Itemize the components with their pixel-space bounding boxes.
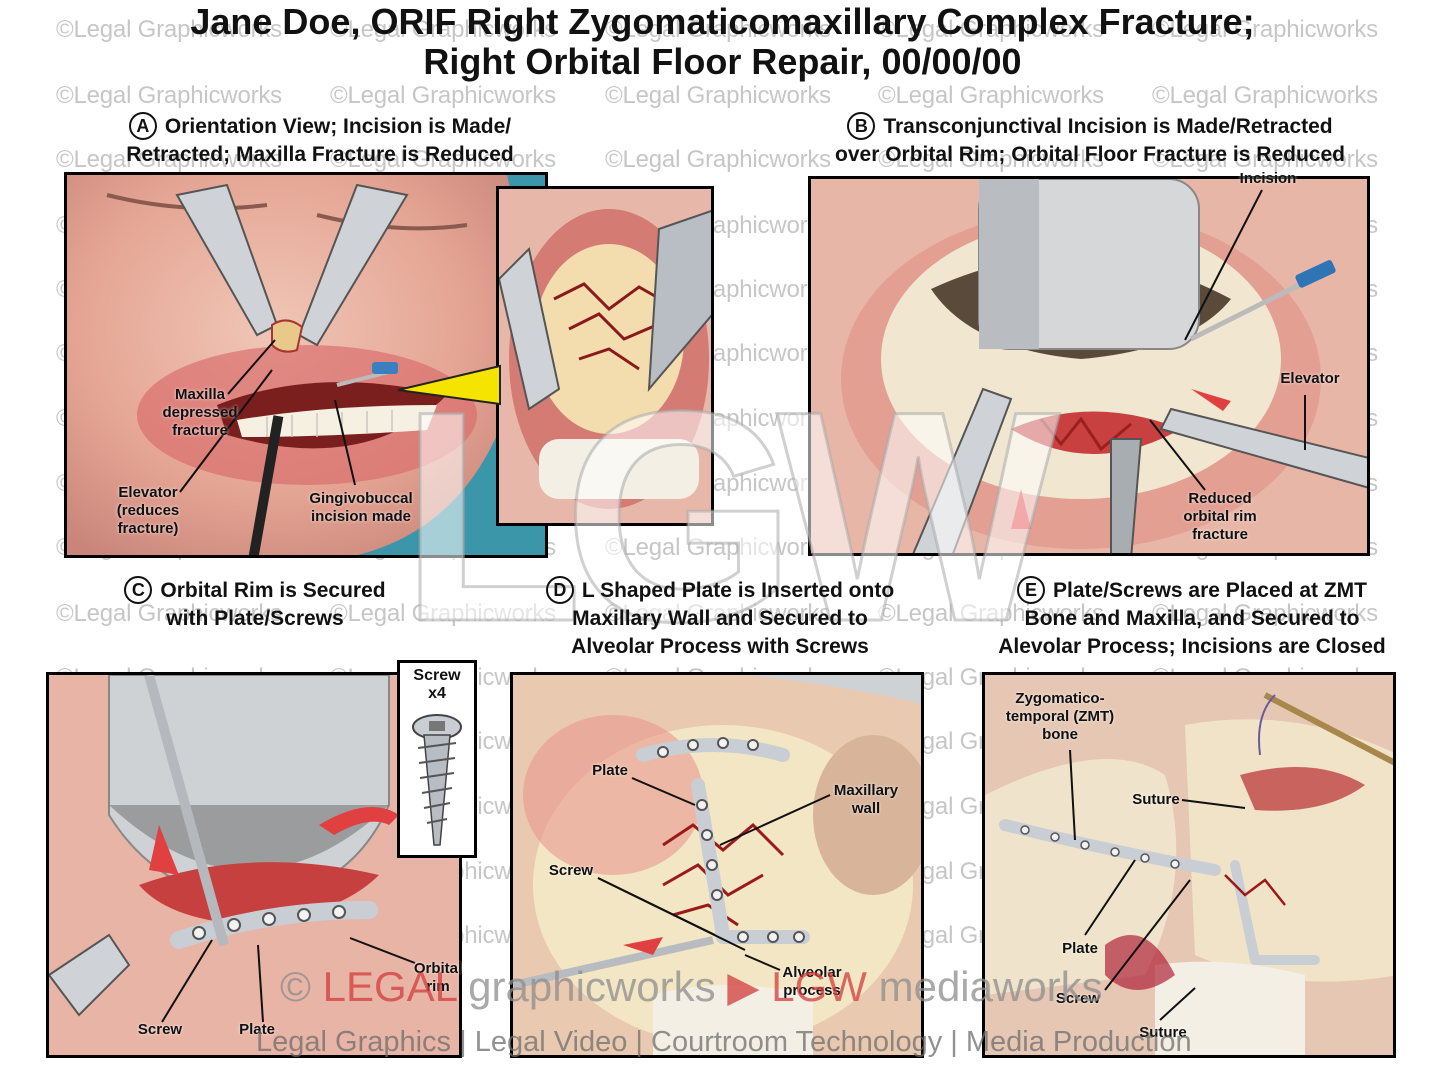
page-title: Jane Doe, ORIF Right Zygomaticomaxillary… bbox=[0, 2, 1445, 82]
watermark-text: ©Legal Graphicworks bbox=[605, 534, 831, 561]
label-plate-d: Plate bbox=[592, 762, 628, 779]
caption-c: C Orbital Rim is Secured with Plate/Screw… bbox=[90, 576, 420, 633]
brand-lgw: LGW bbox=[771, 963, 867, 1010]
brand-line: © LEGAL graphicworks ▶ LGW mediaworks bbox=[280, 962, 1103, 1011]
caption-a-line-2: Retracted; Maxilla Fracture is Reduced bbox=[126, 143, 514, 166]
label-zmt-bone: Zygomatico- temporal (ZMT) bone bbox=[1005, 690, 1115, 743]
panel-d-illustration bbox=[510, 672, 924, 1058]
caption-d-line-2: Maxillary Wall and Secured to bbox=[572, 607, 868, 630]
caption-a: A Orientation View; Incision is Made/ Ret… bbox=[60, 112, 580, 169]
inset-illustration bbox=[499, 189, 711, 523]
caption-d-line-1: L Shaped Plate is Inserted onto bbox=[581, 579, 895, 602]
label-suture-bottom: Suture bbox=[1139, 1024, 1187, 1041]
watermark-text: ©Legal Graphicworks bbox=[56, 82, 282, 109]
caption-e-line-2: Bone and Maxilla, and Secured to bbox=[1024, 607, 1360, 630]
title-line-1: Jane Doe, ORIF Right Zygomaticomaxillary… bbox=[190, 1, 1255, 42]
play-icon: ▶ bbox=[727, 963, 760, 1010]
watermark-row: ©Legal Graphicworks ©Legal Graphicworks ©L… bbox=[0, 82, 1445, 112]
caption-d-line-3: Alveolar Process with Screws bbox=[571, 635, 869, 658]
caption-a-line-1: Orientation View; Incision is Made/ bbox=[164, 115, 512, 138]
label-plate-c: Plate bbox=[239, 1021, 275, 1038]
panel-b-illustration bbox=[808, 176, 1370, 556]
caption-c-line-2: with Plate/Screws bbox=[166, 607, 344, 630]
panel-a-inset bbox=[496, 186, 714, 526]
caption-c-line-1: Orbital Rim is Secured bbox=[160, 579, 386, 602]
label-plate-e: Plate bbox=[1062, 940, 1098, 957]
label-suture-top: Suture bbox=[1132, 791, 1180, 808]
label-maxilla-fracture: Maxilla depressed fracture bbox=[162, 386, 238, 439]
brand-tagline: Legal Graphics | Legal Video | Courtroom… bbox=[256, 1026, 1192, 1058]
panel-c-illustration bbox=[46, 672, 462, 1058]
label-screw-d: Screw bbox=[548, 862, 594, 879]
label-alveolar-process: Alveolar process bbox=[782, 964, 842, 999]
watermark-text: ©Legal Graphicworks bbox=[330, 82, 556, 109]
watermark-text: ©Legal Graphicworks bbox=[878, 82, 1104, 109]
label-maxillary-wall: Maxillary wall bbox=[833, 782, 899, 817]
screw-icon bbox=[412, 714, 462, 846]
watermark-text: ©Legal Graphicworks bbox=[605, 82, 831, 109]
label-reduced-orbital-rim: Reduced orbital rim fracture bbox=[1183, 490, 1257, 543]
brand-legal: LEGAL bbox=[322, 963, 457, 1010]
label-elevator-b: Elevator bbox=[1280, 370, 1340, 387]
caption-b-line-2: over Orbital Rim; Orbital Floor Fracture… bbox=[835, 143, 1345, 166]
caption-b: B Transconjunctival Incision is Made/Retr… bbox=[790, 112, 1390, 169]
label-orbital-rim: Orbital rim bbox=[413, 960, 463, 995]
brand-graphicworks: graphicworks bbox=[468, 963, 716, 1010]
screw-count-label: Screw x4 bbox=[413, 667, 461, 702]
label-screw-e: Screw bbox=[1055, 990, 1101, 1007]
orbit-illustration bbox=[811, 179, 1367, 553]
orbital-rim-illustration bbox=[49, 675, 459, 1055]
screw-inset: Screw x4 bbox=[397, 660, 477, 858]
letter-a-icon: A bbox=[128, 112, 157, 140]
letter-d-icon: D bbox=[545, 576, 574, 604]
label-elevator-a: Elevator (reduces fracture) bbox=[116, 484, 180, 537]
caption-e-line-1: Plate/Screws are Placed at ZMT bbox=[1053, 579, 1367, 602]
label-screw-c: Screw bbox=[137, 1021, 183, 1038]
caption-e-line-3: Alevolar Process; Incisions are Closed bbox=[998, 635, 1386, 658]
caption-b-line-1: Transconjunctival Incision is Made/Retra… bbox=[883, 115, 1333, 138]
letter-b-icon: B bbox=[847, 112, 876, 140]
copyright-icon: © bbox=[280, 963, 311, 1010]
caption-e: E Plate/Screws are Placed at ZMT Bone and… bbox=[972, 576, 1412, 661]
label-gingivobuccal-incision: Gingivobuccal incision made bbox=[309, 490, 413, 525]
letter-e-icon: E bbox=[1017, 576, 1045, 604]
letter-c-icon: C bbox=[124, 576, 153, 604]
brand-mediaworks: mediaworks bbox=[878, 963, 1103, 1010]
caption-d: D L Shaped Plate is Inserted onto Maxilla… bbox=[510, 576, 930, 661]
label-incision-b: Incision bbox=[1239, 170, 1297, 187]
watermark-text: ©Legal Graphicworks bbox=[1152, 82, 1378, 109]
title-line-2: Right Orbital Floor Repair, 00/00/00 bbox=[423, 41, 1022, 82]
